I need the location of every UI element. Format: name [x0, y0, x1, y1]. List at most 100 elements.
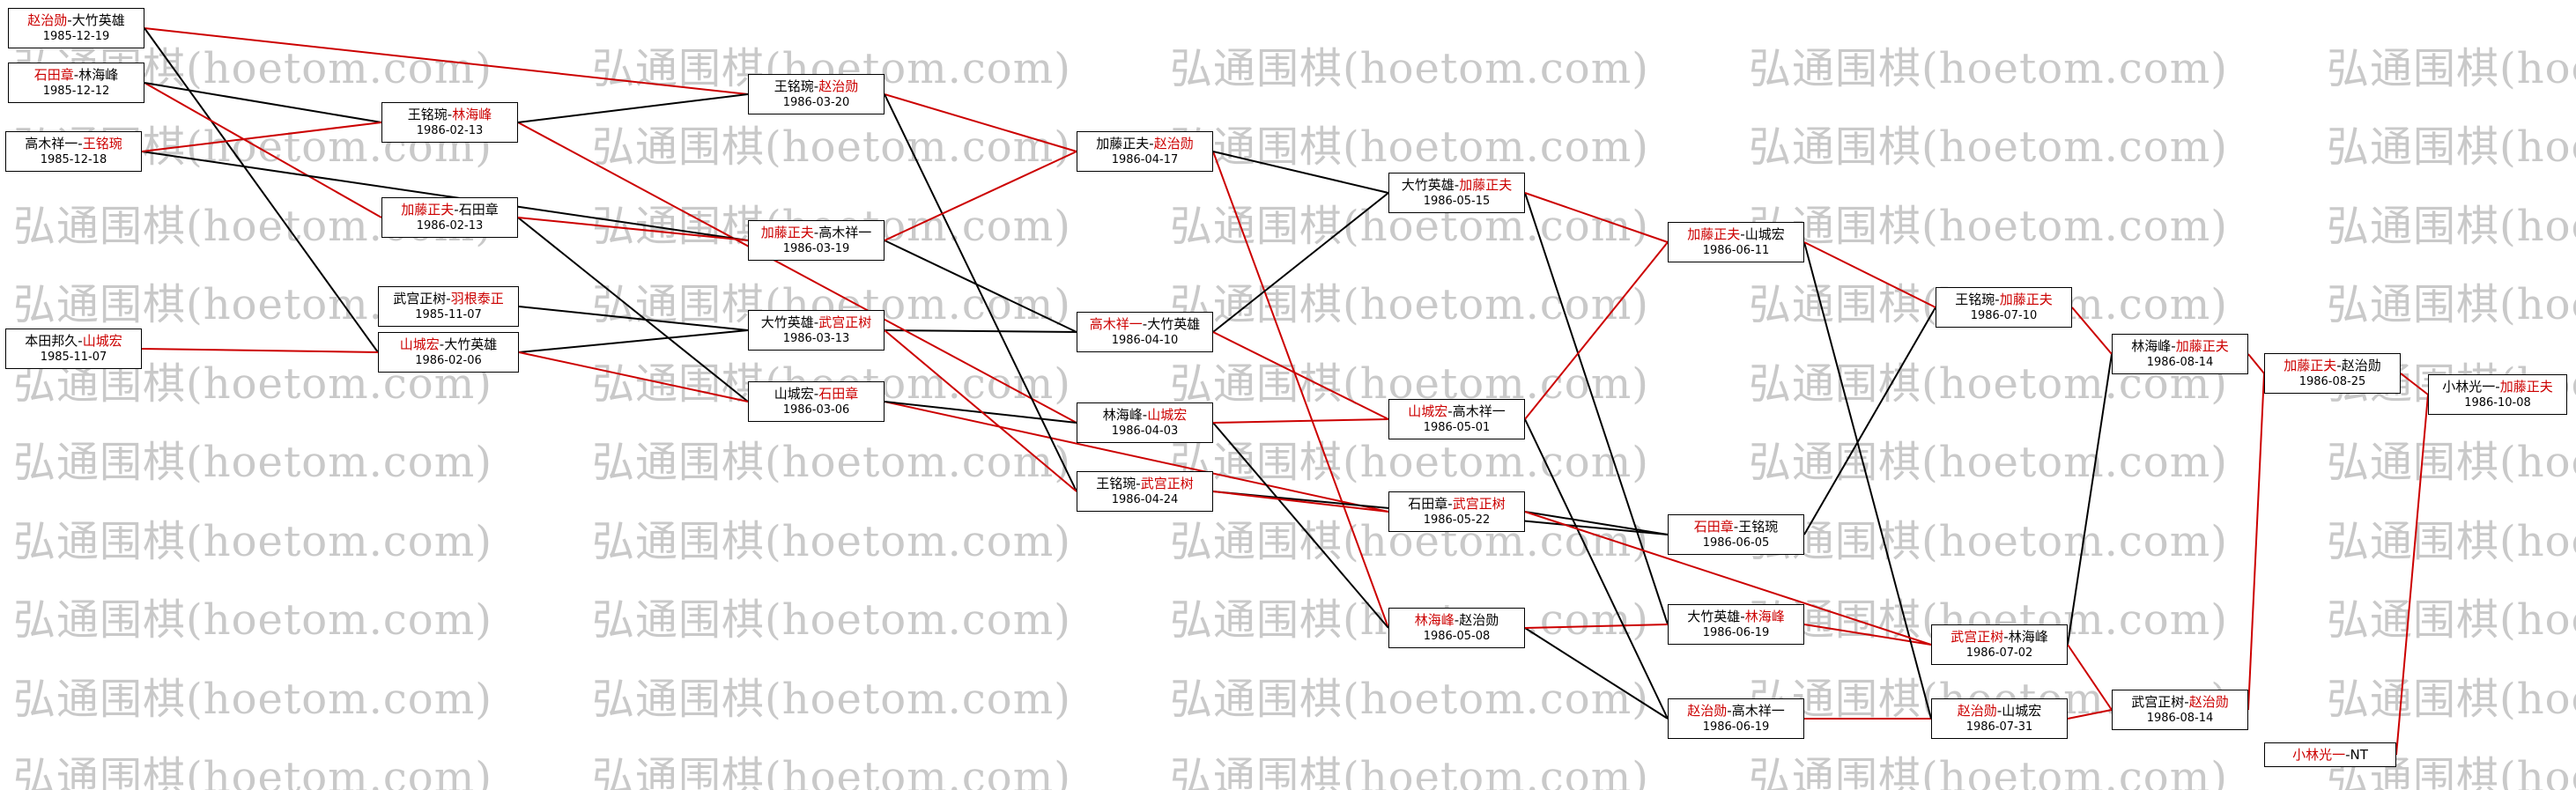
game-players: 林海峰-加藤正夫	[2131, 337, 2228, 355]
player-name: 林海峰	[2008, 629, 2048, 645]
player-name: 林海峰	[2131, 338, 2172, 354]
player-name: 武宫正树	[1452, 496, 1506, 512]
game-players: 石田章-林海峰	[34, 66, 118, 84]
player-name: 王铭琬	[82, 136, 122, 151]
player-name: 大竹英雄	[760, 314, 814, 330]
player-name: 大竹英雄	[444, 336, 498, 352]
player-name: 大竹英雄	[1401, 177, 1455, 193]
bracket-line-red	[144, 82, 382, 218]
vs-dash: -	[813, 225, 819, 240]
bracket-line-red	[884, 401, 1389, 513]
player-name: 武宫正树	[2131, 694, 2185, 710]
watermark-text: 弘通围棋(hoetom.com)	[2327, 44, 2576, 93]
watermark-text: 弘通围棋(hoetom.com)	[2327, 202, 2576, 251]
bracket-line-black	[1212, 422, 1389, 629]
watermark-text: 弘通围棋(hoetom.com)	[2327, 517, 2576, 566]
bracket-line-black	[518, 329, 749, 353]
vs-dash: -	[1136, 476, 1141, 491]
bracket-line-black	[884, 401, 1077, 424]
player-name: 山城宏	[399, 336, 440, 352]
player-name: 武宫正树	[1951, 629, 2004, 645]
bracket-line-red	[144, 27, 749, 95]
watermark-text: 弘通围棋(hoetom.com)	[2327, 438, 2576, 487]
player-name: NT	[2350, 747, 2368, 763]
watermark-text: 弘通围棋(hoetom.com)	[13, 438, 492, 487]
watermark-text: 弘通围棋(hoetom.com)	[1170, 675, 1649, 724]
bracket-line-red	[2400, 373, 2429, 395]
bracket-line-red	[1524, 192, 1669, 243]
player-name: 羽根泰正	[450, 291, 504, 306]
player-name: 赵治勋	[1687, 703, 1728, 719]
player-name: 武宫正树	[1140, 476, 1194, 491]
vs-dash: -	[1996, 703, 2002, 719]
bracket-line-red	[884, 151, 1077, 241]
bracket-line-red	[1212, 418, 1389, 424]
game-players: 王铭琬-加藤正夫	[1955, 291, 2052, 308]
player-name: 王铭琬	[1955, 292, 1995, 307]
player-name: 武宫正树	[393, 291, 447, 306]
bracket-line-black	[144, 27, 379, 353]
game-players: 本田邦久-山城宏	[25, 332, 122, 350]
game-players: 大竹英雄-加藤正夫	[1402, 176, 1512, 194]
player-name: 赵治勋	[1957, 703, 1997, 719]
vs-dash: -	[2345, 747, 2350, 763]
bracket-line-black	[1803, 241, 1932, 720]
vs-dash: -	[446, 291, 451, 306]
game-date: 1986-08-14	[2146, 356, 2214, 369]
bracket-line-red	[1524, 241, 1669, 420]
player-name: 石田章	[1408, 496, 1448, 512]
watermark-text: 弘通围棋(hoetom.com)	[13, 753, 492, 790]
game-players: 山城宏-高木祥一	[1408, 402, 1505, 420]
player-name: 山城宏	[1408, 403, 1448, 419]
game-players: 赵治勋-山城宏	[1958, 702, 2041, 720]
vs-dash: -	[1454, 177, 1460, 193]
bracket-line-black	[2067, 353, 2113, 646]
game-date: 1986-07-10	[1970, 309, 2038, 322]
vs-dash: -	[78, 333, 83, 349]
game-date: 1986-03-20	[782, 96, 850, 109]
bracket-line-red	[1524, 511, 1932, 646]
vs-dash: -	[1447, 403, 1453, 419]
game-date: 1986-05-08	[1423, 630, 1491, 643]
game-box-nt[interactable]: 小林光一-NT	[2264, 742, 2396, 767]
player-name: 石田章	[818, 386, 859, 402]
watermark-text: 弘通围棋(hoetom.com)	[1170, 438, 1649, 487]
game-date: 1986-04-10	[1111, 334, 1179, 347]
vs-dash: -	[1740, 609, 1745, 624]
player-name: 赵治勋	[818, 78, 859, 94]
vs-dash: -	[2336, 358, 2342, 373]
bracket-line-black	[518, 306, 749, 331]
vs-dash: -	[67, 12, 72, 28]
